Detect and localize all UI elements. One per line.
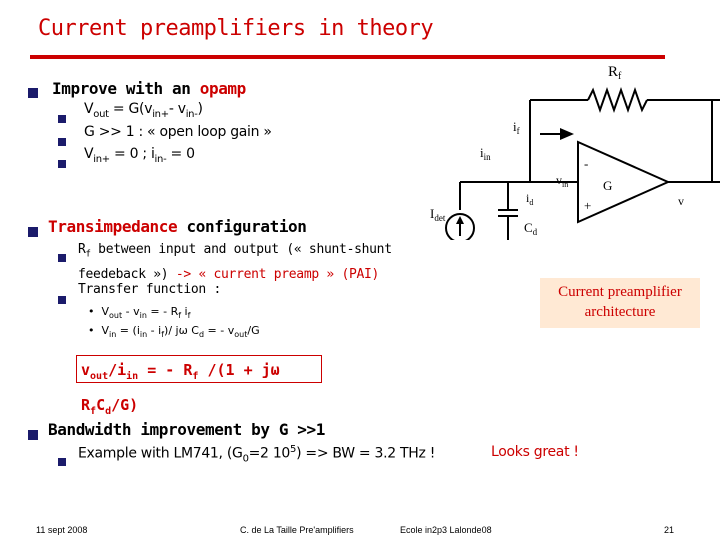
- gain-label: G: [603, 178, 612, 193]
- id-label: id: [526, 191, 533, 207]
- vin-label: vin: [556, 173, 568, 189]
- bullet-1-sub-3: Vin+ = 0 ; iin- = 0: [84, 146, 195, 165]
- sub-bullet-marker: [58, 108, 66, 127]
- bullet-1-marker: [28, 83, 38, 102]
- if-arrow: [560, 128, 574, 140]
- cd-label: Cd: [524, 220, 538, 237]
- slide-title: Current preamplifiers in theory: [38, 16, 434, 41]
- bullet-1-sub-2: G >> 1 : « open loop gain »: [84, 124, 272, 140]
- bullet-2-marker: [28, 222, 38, 241]
- bullet-2-sub-1: Rf between input and output (« shunt-shu…: [78, 242, 392, 282]
- sub-bullet-marker: [58, 247, 66, 266]
- bullet-2: Transimpedance configuration: [48, 217, 307, 236]
- sub-bullet-marker: [58, 153, 66, 172]
- bullet-1-text: Improve with an: [52, 79, 200, 98]
- bullet-1-highlight: opamp: [199, 79, 247, 98]
- opamp-triangle: [577, 140, 671, 224]
- equation-2: • Vin = (iin - if)/ jω Cd = - vout/G: [88, 324, 260, 340]
- iin-label: iin: [480, 145, 491, 162]
- page-number: 21: [664, 525, 675, 535]
- sub-bullet-marker: [58, 289, 66, 308]
- equation-1: • Vout - vin = - Rf if: [88, 305, 191, 321]
- looks-great-note: Looks great !: [491, 444, 579, 460]
- opamp-plus: +: [584, 198, 591, 213]
- callout-line-2: architecture: [584, 304, 656, 320]
- footer-date: 11 sept 2008: [36, 525, 88, 535]
- architecture-callout: Current preamplifier architecture: [540, 278, 700, 328]
- if-label: if: [513, 119, 520, 136]
- bullet-1: Improve with an opamp: [52, 79, 246, 98]
- bullet-3: Bandwidth improvement by G >>1: [48, 420, 325, 439]
- sub-bullet-marker: [58, 131, 66, 150]
- transfer-function-formula: vout/iin = - Rf /(1 + jω RfCd/G): [76, 355, 322, 417]
- feedback-resistor: [587, 86, 648, 114]
- title-underline: [30, 55, 665, 59]
- vout-label: v: [678, 194, 684, 208]
- sub-bullet-marker: [58, 451, 66, 470]
- bullet-2-text: configuration: [177, 217, 307, 236]
- bullet-2-highlight: Transimpedance: [48, 217, 178, 236]
- opamp-minus: -: [584, 156, 588, 171]
- callout-line-1: Current preamplifier: [558, 284, 682, 300]
- preamp-circuit-diagram: Rf if iin vin - + G v id Idet Cd: [430, 64, 720, 240]
- footer-author: C. de La Taille Pre'amplifiers: [240, 525, 354, 535]
- bullet-2-sub-2: Transfer function :: [78, 282, 222, 297]
- bullet-1-sub-1: Vout = G(vin+- vin-): [84, 101, 203, 120]
- idet-label: Idet: [430, 206, 446, 223]
- bullet-3-sub-1: Example with LM741, (G0=2 105) => BW = 3…: [78, 444, 436, 465]
- bullet-3-marker: [28, 425, 38, 444]
- footer-venue: Ecole in2p3 Lalonde08: [400, 525, 492, 535]
- rf-label: Rf: [608, 64, 622, 82]
